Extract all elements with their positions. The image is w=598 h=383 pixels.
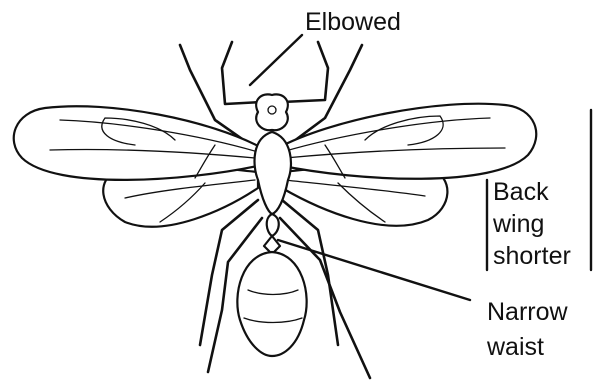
elbowed-pointer xyxy=(250,35,302,85)
antenna-right xyxy=(282,42,328,102)
gaster xyxy=(237,252,306,356)
label-narrow-waist-line-2: waist xyxy=(486,333,544,361)
antenna-left xyxy=(222,42,262,104)
fore-wing-right xyxy=(278,104,536,179)
label-narrow-waist-line-1: Narrow xyxy=(487,298,569,326)
label-back-wing-shorter-line-3: shorter xyxy=(493,242,571,270)
label-elbowed: Elbowed xyxy=(305,8,401,36)
label-back-wing-shorter-line-1: Back xyxy=(493,178,549,206)
petiole xyxy=(267,214,279,236)
label-back-wing-shorter-line-2: wing xyxy=(492,210,544,238)
ant-body xyxy=(237,94,306,356)
head xyxy=(256,94,288,130)
